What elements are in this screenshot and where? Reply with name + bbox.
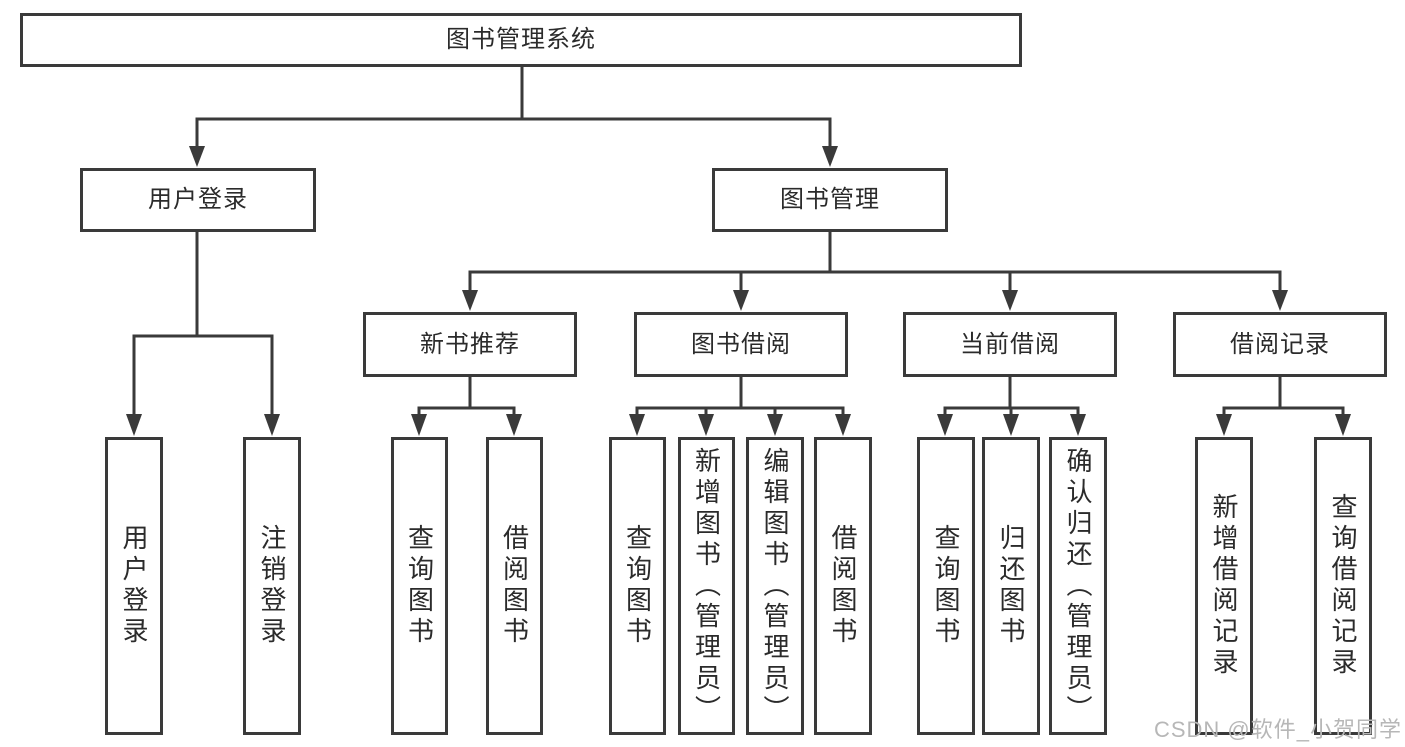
leaf-return-book: 归还图书 xyxy=(982,437,1040,735)
leaf-user-login: 用户登录 xyxy=(105,437,163,735)
leaf-add-book-admin: 新增图书（管理员） xyxy=(678,437,735,735)
node-current-borrow: 当前借阅 xyxy=(903,312,1117,377)
node-new-book-recommend: 新书推荐 xyxy=(363,312,577,377)
node-borrow-records: 借阅记录 xyxy=(1173,312,1387,377)
leaf-borrow-books-2: 借阅图书 xyxy=(814,437,872,735)
node-library-system: 图书管理系统 xyxy=(20,13,1022,67)
leaf-query-books-3: 查询图书 xyxy=(917,437,975,735)
leaf-query-books-1: 查询图书 xyxy=(391,437,448,735)
leaf-add-borrow-record: 新增借阅记录 xyxy=(1195,437,1253,735)
watermark: CSDN @软件_小贺同学 xyxy=(1153,717,1402,742)
leaf-query-books-2: 查询图书 xyxy=(609,437,666,735)
leaf-query-borrow-record: 查询借阅记录 xyxy=(1314,437,1372,735)
node-user-login: 用户登录 xyxy=(80,168,316,232)
leaf-edit-book-admin: 编辑图书（管理员） xyxy=(746,437,804,735)
node-book-borrow: 图书借阅 xyxy=(634,312,848,377)
leaf-confirm-return-admin: 确认归还（管理员） xyxy=(1049,437,1107,735)
leaf-borrow-books-1: 借阅图书 xyxy=(486,437,543,735)
leaf-logout: 注销登录 xyxy=(243,437,301,735)
node-book-management: 图书管理 xyxy=(712,168,948,232)
